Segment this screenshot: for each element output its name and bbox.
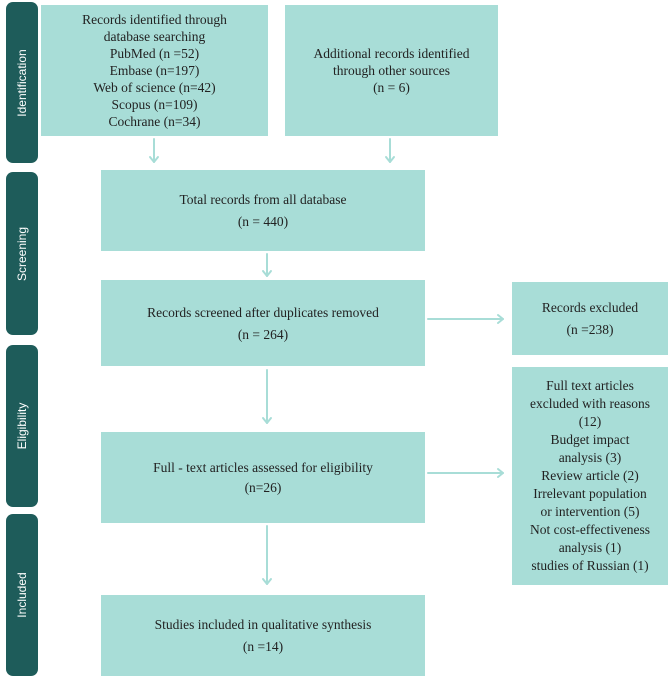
box-line: (n=26)	[244, 480, 282, 495]
box-line: Irrelevant population	[533, 486, 647, 501]
box-line: (n =238)	[566, 322, 614, 337]
box-line: analysis (3)	[558, 450, 622, 465]
box-line: Records identified through	[82, 12, 227, 27]
arrow-screened-to-excluded	[427, 314, 504, 324]
box-screened: Records screened after duplicates remove…	[101, 280, 425, 366]
box-database-search: Records identified through database sear…	[41, 5, 268, 136]
stage-bar-eligibility: Eligibility	[6, 345, 38, 507]
box-line: (n = 6)	[373, 80, 410, 95]
box-line: Records screened after duplicates remove…	[147, 304, 379, 320]
box-line: Review article (2)	[541, 468, 639, 483]
box-line: analysis (1)	[558, 540, 622, 555]
box-line: database searching	[103, 29, 206, 44]
box-full-text-excluded: Full text articles excluded with reasons…	[512, 367, 668, 585]
box-line: Records excluded	[541, 300, 639, 315]
box-line: (n = 264)	[237, 326, 289, 342]
arrow-other-to-total	[385, 138, 395, 163]
box-other-sources: Additional records identified through ot…	[285, 5, 498, 136]
box-line: or intervention (5)	[540, 504, 640, 519]
box-total-records: Total records from all database (n = 440…	[101, 170, 425, 251]
box-line: Total records from all database	[179, 192, 347, 207]
box-line: (n =14)	[242, 639, 284, 654]
arrow-database-to-total	[149, 138, 159, 163]
arrow-screened-to-fulltext	[262, 369, 272, 424]
box-line: Budget impact	[550, 432, 630, 447]
box-line: Full text articles	[546, 378, 634, 393]
box-line: Not cost-effectiveness	[529, 522, 651, 537]
stage-bar-screening: Screening	[6, 172, 38, 335]
box-line: Full - text articles assessed for eligib…	[153, 460, 373, 475]
box-line: studies of Russian (1)	[531, 558, 649, 573]
stage-bar-identification: Identification	[6, 2, 38, 163]
box-line: excluded with reasons	[530, 396, 650, 411]
box-line: PubMed (n =52)	[109, 46, 200, 61]
arrow-fulltext-to-included	[262, 525, 272, 585]
box-line: through other sources	[333, 63, 450, 78]
box-full-text-assessed: Full - text articles assessed for eligib…	[101, 432, 425, 523]
arrow-fulltext-to-excluded	[427, 468, 504, 478]
box-line: (n = 440)	[237, 214, 289, 229]
box-line: Embase (n=197)	[109, 63, 200, 78]
box-line: Web of science (n=42)	[93, 80, 216, 95]
box-line: Scopus (n=109)	[111, 97, 198, 112]
box-line: Cochrane (n=34)	[108, 114, 201, 129]
box-line: Additional records identified	[313, 46, 470, 61]
arrow-total-to-screened	[262, 253, 272, 277]
stage-bar-included: Included	[6, 514, 38, 676]
box-line: (12)	[578, 414, 602, 429]
box-records-excluded: Records excluded (n =238)	[512, 282, 668, 355]
box-line: Studies included in qualitative synthesi…	[154, 617, 372, 632]
box-included-studies: Studies included in qualitative synthesi…	[101, 595, 425, 676]
